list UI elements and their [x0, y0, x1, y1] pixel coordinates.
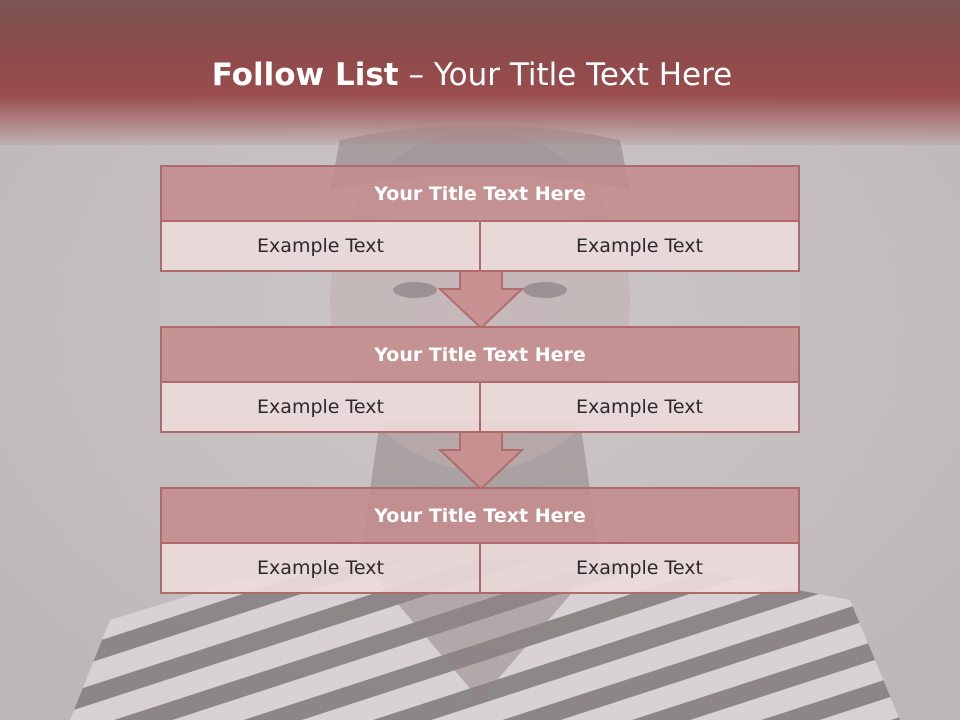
block-right-text[interactable]: Example Text [479, 383, 800, 433]
down-arrow-icon [438, 431, 524, 491]
block-left-text[interactable]: Example Text [160, 544, 481, 594]
slide-title-bold: Follow List [211, 57, 399, 93]
block-title[interactable]: Your Title Text Here [160, 165, 800, 222]
block-left-text[interactable]: Example Text [160, 222, 481, 272]
slide-title-regular: – Your Title Text Here [398, 57, 733, 93]
block-left-text[interactable]: Example Text [160, 383, 481, 433]
down-arrow-icon [438, 270, 524, 330]
title-banner [0, 0, 960, 145]
block-title[interactable]: Your Title Text Here [160, 487, 800, 544]
slide-title: Follow List – Your Title Text Here [0, 52, 944, 98]
block-right-text[interactable]: Example Text [479, 222, 800, 272]
block-title[interactable]: Your Title Text Here [160, 326, 800, 383]
block-right-text[interactable]: Example Text [479, 544, 800, 594]
